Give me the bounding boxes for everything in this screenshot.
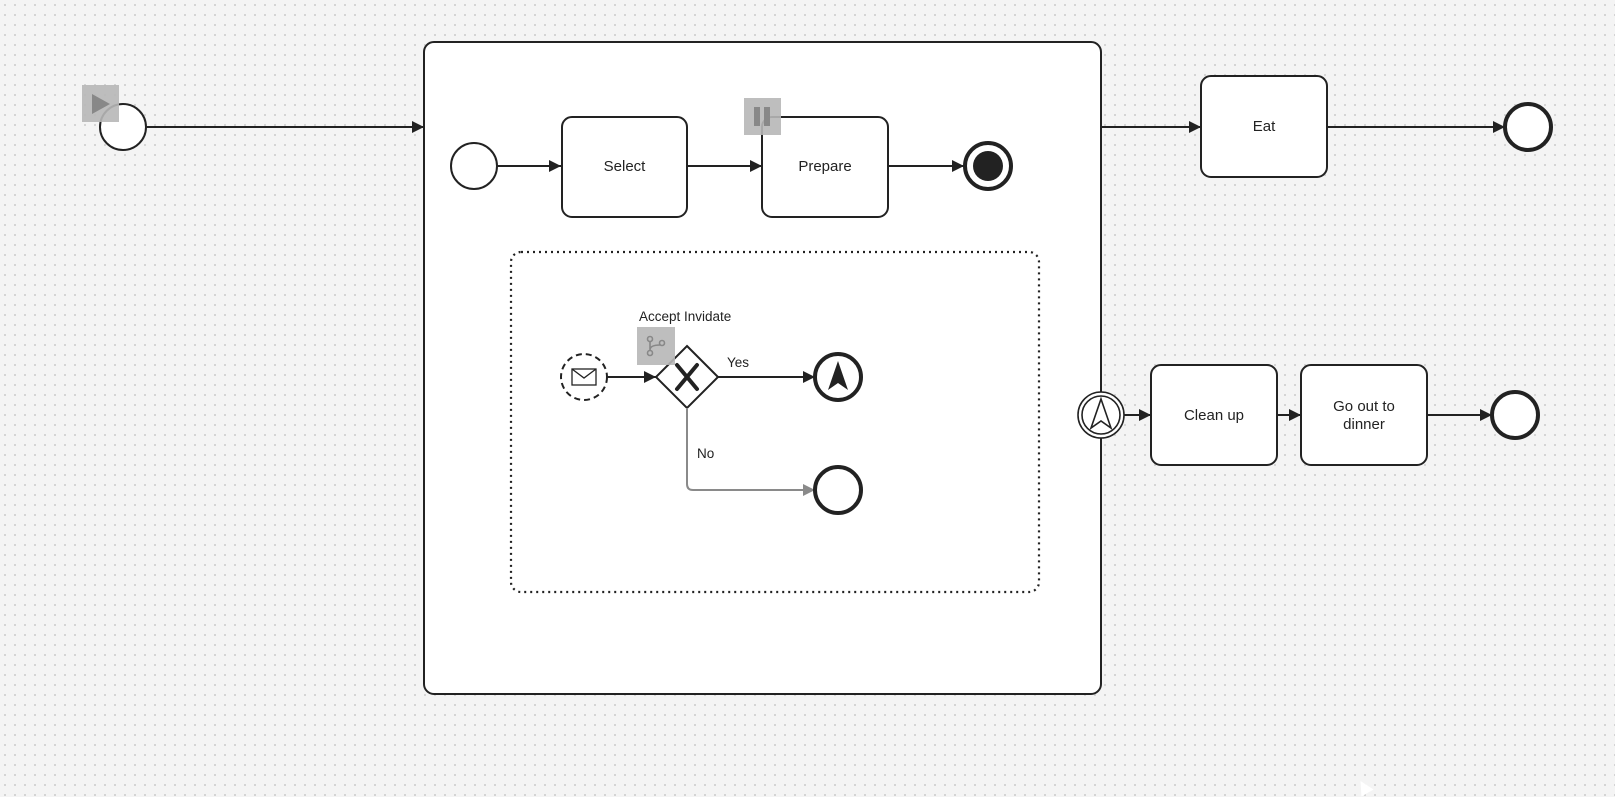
flow-label-yes: Yes <box>727 355 749 370</box>
gateway-label: Accept Invidate <box>639 309 731 324</box>
task-select[interactable]: Select <box>561 116 688 218</box>
escalation-boundary-event[interactable] <box>1077 391 1125 439</box>
escalation-end-event[interactable] <box>813 352 863 402</box>
task-eat-label: Eat <box>1253 118 1276 135</box>
task-prepare-label: Prepare <box>798 158 851 175</box>
branch-icon[interactable] <box>637 327 675 365</box>
inner-start-event[interactable] <box>450 142 498 190</box>
task-clean-up[interactable]: Clean up <box>1150 364 1278 466</box>
task-clean-up-label: Clean up <box>1184 407 1244 424</box>
play-icon[interactable] <box>82 85 119 122</box>
task-go-out-label-line2: dinner <box>1343 416 1385 433</box>
task-prepare[interactable]: Prepare <box>761 116 889 218</box>
flow-label-no: No <box>697 446 714 461</box>
pause-icon[interactable] <box>744 98 781 135</box>
escalation-icon <box>1089 396 1113 431</box>
task-go-out-label-line1: Go out to <box>1333 398 1395 415</box>
message-start-event[interactable] <box>560 353 608 401</box>
event-subprocess[interactable] <box>509 250 1041 594</box>
sequence-flow-no[interactable] <box>686 408 815 496</box>
terminate-end-event[interactable] <box>963 141 1013 191</box>
end-event[interactable] <box>1503 102 1553 152</box>
task-go-out-to-dinner[interactable]: Go out to dinner <box>1300 364 1428 466</box>
envelope-icon <box>571 368 597 386</box>
task-select-label: Select <box>604 158 647 175</box>
task-eat[interactable]: Eat <box>1200 75 1328 178</box>
end-event[interactable] <box>813 465 863 515</box>
end-event[interactable] <box>1490 390 1540 440</box>
